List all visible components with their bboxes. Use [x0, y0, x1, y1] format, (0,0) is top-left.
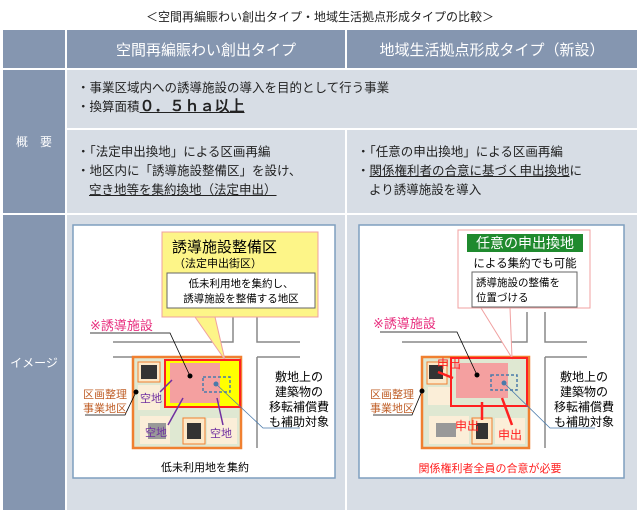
district-label1: 区画整理: [83, 387, 127, 401]
overview-col2: ・「任意の申出換地」による区画再編 ・関係権利者の合意に基づく申出換地に より誘…: [347, 130, 637, 213]
header-col1: 空間再編賑わい創出タイプ: [67, 30, 345, 68]
vacant-label: 空地: [145, 425, 167, 439]
comp-line2: 建築物の: [560, 384, 608, 399]
district-label1: 区画整理: [370, 387, 414, 401]
roads: [402, 312, 587, 448]
callout-sub: （法定申出街区）: [174, 256, 262, 270]
overview-col1: ・「法定申出換地」による区画再編 ・地区内に「誘導施設整備区」を設け、 空き地等…: [67, 130, 345, 213]
diagram-left: 誘導施設整備区 （法定申出街区） 低未利用地を集約し、 誘導施設を整備する地区 …: [72, 224, 336, 479]
comp-line4: も補助対象: [554, 415, 614, 429]
header-col2: 地域生活拠点形成タイプ（新設）: [347, 30, 637, 68]
caption: 低未利用地を集約: [161, 460, 249, 474]
district-label2: 事業地区: [370, 402, 414, 415]
overview-common-line1: ・事業区域内への誘導施設の導入を目的として行う事業: [77, 80, 390, 95]
overview-col2-line3: より誘導施設を導入: [369, 182, 482, 197]
area-label: ・換算面積: [77, 99, 140, 114]
note-line2: 位置づける: [476, 291, 529, 304]
overview-col1-line1: ・「法定申出換地」による区画再編: [77, 144, 271, 159]
district-label2: 事業地区: [83, 402, 127, 415]
vacant-label: 空地: [210, 426, 232, 440]
overview-col2-line2: ・関係権利者の合意に基づく申出換地に: [357, 161, 627, 180]
row-label-overview: 概 要: [3, 70, 65, 213]
comp-line1: 敷地上の: [275, 369, 323, 384]
comp-line2: 建築物の: [275, 384, 323, 399]
overview-col1-line3: 空き地等を集約換地（法定申出）: [89, 182, 277, 197]
overview-col2-underlined: 関係権利者の合意に基づく申出換地: [369, 163, 570, 178]
comp-line3: 移転補償費: [554, 399, 614, 414]
overview-common: ・事業区域内への誘導施設の導入を目的として行う事業 ・換算面積０．５ｈａ以上: [67, 70, 637, 128]
note-line2: 誘導施設を整備する地区: [183, 292, 299, 305]
callout-title: 任意の申出換地: [476, 235, 574, 252]
facility-label: ※誘導施設: [90, 318, 153, 334]
request-label: 申出: [437, 357, 461, 371]
overview-common-line2: ・換算面積０．５ｈａ以上: [77, 97, 627, 116]
page-title: ＜空間再編賑わい創出タイプ・地域生活拠点形成タイプの比較＞: [145, 10, 494, 24]
note-line1: 低未利用地を集約し、: [189, 277, 294, 290]
callout-title: 誘導施設整備区: [172, 238, 277, 256]
comp-line4: も補助対象: [269, 415, 329, 429]
request-label: 申出: [455, 419, 479, 433]
diagram-right: 任意の申出換地 による集約でも可能 誘導施設の整備を 位置づける ※誘導施設 区…: [358, 224, 625, 479]
comp-line3: 移転補償費: [269, 399, 329, 414]
caption: 関係権利者全員の合意が必要: [419, 461, 562, 475]
row-label-image: イメージ: [3, 215, 65, 510]
bullet: ・: [357, 163, 370, 178]
overview-col1-line2: ・地区内に「誘導施設整備区」を設け、: [77, 163, 302, 178]
area-value: ０．５ｈａ以上: [139, 97, 245, 115]
roads: [113, 317, 300, 448]
overview-col2-line1: ・「任意の申出換地」による区画再編: [357, 144, 563, 159]
note-line1: 誘導施設の整備を: [476, 276, 560, 289]
comp-line1: 敷地上の: [560, 369, 608, 384]
facility-label: ※誘導施設: [373, 316, 436, 332]
suffix: に: [569, 163, 583, 178]
request-label: 申出: [498, 428, 522, 442]
header-corner: [3, 30, 65, 68]
callout-sub: による集約でも可能: [473, 256, 577, 270]
vacant-label: 空地: [140, 391, 162, 405]
